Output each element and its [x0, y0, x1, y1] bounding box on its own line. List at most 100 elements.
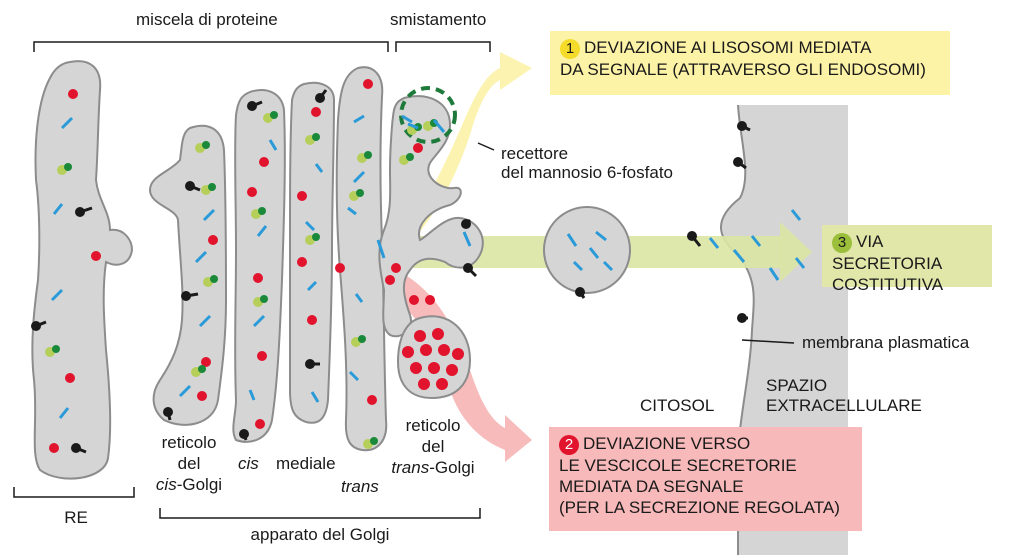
cargo-rod: [407, 122, 419, 130]
green-protein: [198, 365, 206, 373]
cargo-rod: [348, 370, 360, 382]
red-protein: [307, 315, 317, 325]
membrane-protein-head: [575, 287, 585, 297]
membrane-protein-head: [461, 219, 471, 229]
cargo-rod: [572, 260, 584, 272]
pathway-2-badge: 2: [559, 435, 579, 455]
red-protein: [452, 348, 464, 360]
trans-reticle-label-1: reticolo: [405, 416, 461, 435]
cargo-rod: [401, 114, 413, 124]
membrane-protein-head: [305, 359, 315, 369]
cargo-rod: [602, 260, 614, 272]
membrane-protein-head: [31, 321, 41, 331]
cargo-rod: [566, 233, 578, 247]
cargo-rod: [60, 116, 74, 130]
membrane-protein-head: [687, 231, 697, 241]
cargo-rod: [198, 314, 212, 328]
red-protein: [208, 235, 218, 245]
green-protein: [312, 233, 320, 241]
red-protein: [391, 263, 401, 273]
cargo-rod: [352, 170, 366, 184]
green-protein: [406, 153, 414, 161]
red-protein: [402, 346, 414, 358]
red-protein: [367, 395, 377, 405]
extracellular-label-1: SPAZIO: [766, 376, 828, 395]
cargo-rod: [248, 389, 256, 401]
protein-mix-label: miscela di proteine: [136, 10, 278, 29]
red-protein: [418, 378, 430, 390]
red-protein: [255, 419, 265, 429]
trans-reticle-label-3: trans-Golgi: [391, 458, 475, 477]
red-protein: [311, 107, 321, 117]
cargo-rod: [50, 288, 64, 302]
cargo-rod: [354, 293, 364, 303]
endoplasmic-reticulum: [31, 60, 134, 480]
receptor-label-2: del mannosio 6-fosfato: [501, 163, 673, 182]
cargo-rod: [794, 257, 806, 269]
cargo-rod: [314, 163, 324, 173]
cargo-rod: [202, 208, 216, 222]
membrane-protein-head: [733, 157, 743, 167]
green-protein: [258, 207, 266, 215]
pathway-2-line4: (PER LA SECREZIONE REGOLATA): [559, 498, 840, 517]
cis-reticle-label-3: cis-Golgi: [155, 475, 223, 494]
membrane-protein-head: [737, 121, 747, 131]
green-protein: [270, 111, 278, 119]
red-protein: [420, 344, 432, 356]
trans-reticle-label-2: del: [421, 437, 445, 456]
constitutive-pathway-arrowhead: [780, 222, 812, 282]
cargo-rod: [462, 231, 472, 247]
cargo-rod: [178, 384, 192, 398]
red-protein: [428, 362, 440, 374]
green-protein: [312, 133, 320, 141]
red-protein: [257, 351, 267, 361]
trans-label: trans: [341, 477, 379, 496]
green-protein: [364, 151, 372, 159]
cargo-rod: [353, 114, 365, 124]
cargo-rod: [194, 250, 208, 264]
green-protein: [210, 275, 218, 283]
red-protein: [247, 187, 257, 197]
green-protein: [202, 141, 210, 149]
cargo-rod: [732, 249, 746, 263]
cargo-rod: [310, 391, 320, 403]
red-protein: [446, 364, 458, 376]
red-protein: [414, 330, 426, 342]
green-protein: [356, 189, 364, 197]
cargo-rod: [268, 139, 278, 151]
medial-cisterna: [288, 81, 336, 424]
pathway-2-line2: LE VESCICOLE SECRETORIE: [559, 456, 797, 475]
sorting-label: smistamento: [390, 10, 487, 29]
red-protein: [65, 373, 75, 383]
pathway-2-line3: MEDIATA DA SEGNALE: [559, 477, 744, 496]
cargo-rod: [790, 209, 802, 221]
red-protein: [253, 273, 263, 283]
membrane-protein-head: [163, 407, 173, 417]
green-protein: [64, 163, 72, 171]
transport-vesicle: [543, 206, 631, 294]
lysosome-pathway-arrow: [380, 52, 532, 262]
cargo-rod: [306, 280, 318, 292]
cargo-rod: [52, 203, 64, 215]
cis-cisterna: [232, 89, 286, 443]
membrane-protein-head: [239, 429, 249, 439]
red-protein: [259, 157, 269, 167]
cargo-rod: [595, 230, 607, 242]
red-protein: [410, 362, 422, 374]
cargo-rod: [304, 220, 316, 232]
membrane-protein-head: [315, 93, 325, 103]
red-protein: [438, 344, 450, 356]
plasma-membrane-label: membrana plasmatica: [802, 333, 970, 352]
pathway-3-line2: COSTITUTIVA: [832, 275, 944, 294]
trans-cisterna: [335, 66, 388, 452]
clathrin-coated-bud: [399, 86, 457, 144]
membrane-protein-head: [181, 291, 191, 301]
red-protein: [91, 251, 101, 261]
pathway-1-text1: DEVIAZIONE AI LISOSOMI MEDIATA: [584, 38, 872, 57]
